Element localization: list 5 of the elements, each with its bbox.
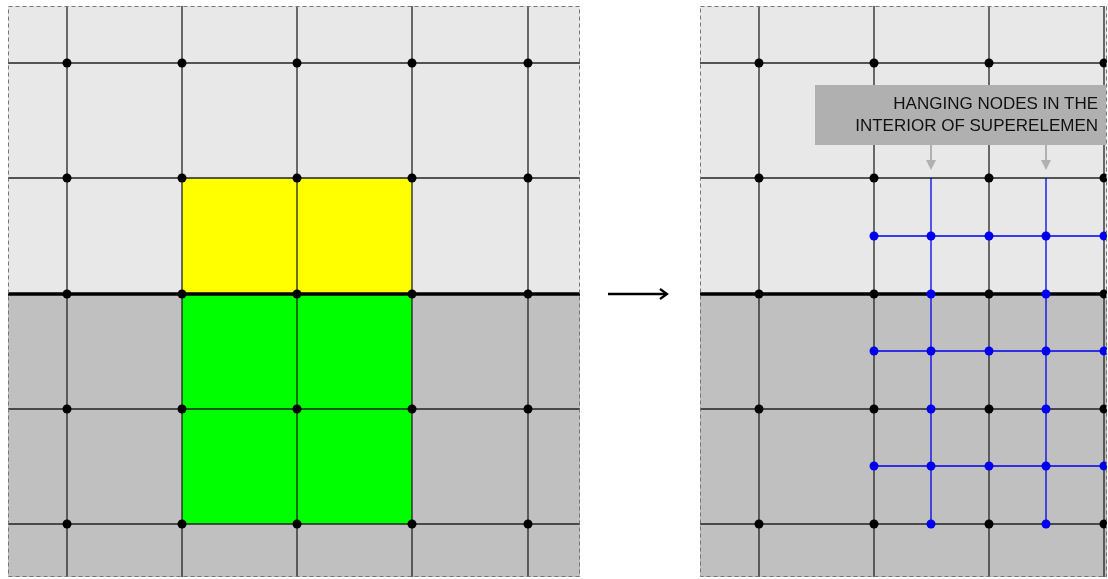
leader-arrow bbox=[926, 144, 936, 170]
callout-box bbox=[815, 85, 1106, 145]
callout-text: HANGING NODES IN THE INTERIOR OF SUPERELEMEN bbox=[854, 93, 1098, 137]
arrow bbox=[608, 287, 669, 301]
leader-arrow bbox=[1041, 144, 1051, 170]
